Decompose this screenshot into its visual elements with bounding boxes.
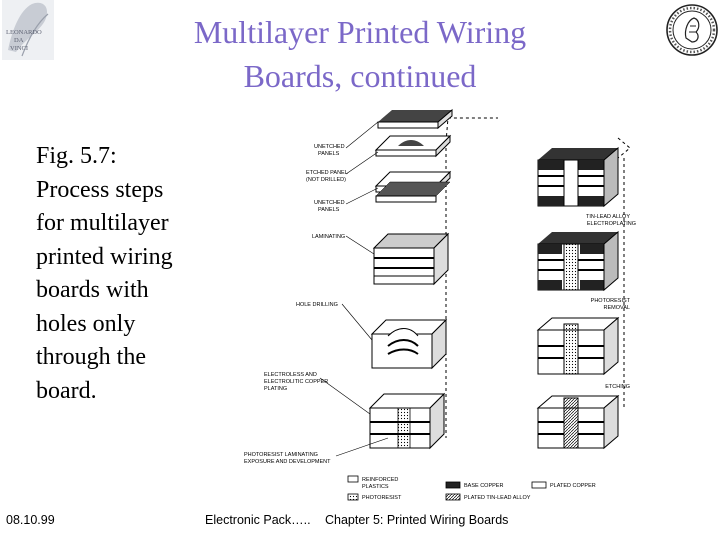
label-electroless-1: ELECTROLESS AND [264, 372, 317, 378]
footer-chapter: Chapter 5: Printed Wiring Boards [325, 513, 509, 527]
legend-plated-copper: PLATED COPPER [550, 483, 596, 489]
legend-swatch-photoresist [347, 493, 359, 501]
left-leader-lines [319, 121, 389, 457]
legend: REINFORCED PLASTICS PHOTORESIST BASE COP… [347, 475, 596, 501]
caption-line: through the [36, 344, 146, 370]
label-etched-panel: ETCHED PANEL [306, 170, 348, 176]
right-block-1 [537, 146, 619, 208]
logo-text-line-3: VINCI [10, 45, 28, 52]
right-block-3 [536, 316, 620, 376]
caption-line: for multilayer [36, 210, 169, 236]
right-block-2 [537, 230, 619, 292]
legend-reinforced-1: REINFORCED [362, 477, 398, 483]
caption-line: printed wiring [36, 243, 173, 270]
stack-unetched-panel-bottom [374, 170, 452, 203]
logo-text-line-1: LEONARDO [6, 29, 42, 36]
label-unetched-panels-1: UNETCHED [314, 144, 345, 150]
label-electroless-3: PLATING [264, 386, 287, 392]
label-laminating: LAMINATING [312, 234, 345, 240]
label-photoresist-laminating-2: EXPOSURE AND DEVELOPMENT [244, 459, 331, 465]
label-photoresist-removal-2: REMOVAL [604, 305, 631, 311]
label-unetched-panels-1b: PANELS [318, 151, 340, 157]
figure-caption: Fig. 5.7: Process steps for multilayer p… [36, 140, 236, 408]
footer-date: 08.10.99 [6, 513, 55, 527]
leonardo-logo: LEONARDO DA VINCI [2, 0, 54, 60]
slide-title: Multilayer Printed Wiring Boards, contin… [140, 10, 580, 98]
legend-swatch-base-copper [445, 481, 461, 489]
label-electroless-2: ELECTROLITIC COPPER [264, 379, 328, 385]
caption-line: board. [36, 377, 97, 404]
footer-course: Electronic Pack….. [205, 513, 311, 527]
legend-swatch-plated-copper [531, 481, 547, 489]
label-photoresist-removal-1: PHOTORESIST [591, 298, 631, 304]
label-etching: ETCHING [605, 384, 630, 390]
university-seal-icon [666, 4, 718, 56]
label-hole-drilling: HOLE DRILLING [296, 302, 338, 308]
flow-line [617, 137, 631, 159]
laminated-block [372, 232, 450, 286]
label-tin-lead-2: ELECTROPLATING [587, 221, 636, 227]
legend-base-copper: BASE COPPER [464, 483, 503, 489]
flow-line [445, 117, 498, 143]
stack-etched-panel [374, 134, 452, 158]
logo-text-line-2: DA [14, 37, 24, 44]
label-unetched-panels-2: UNETCHED [314, 200, 345, 206]
label-unetched-panels-2b: PANELS [318, 207, 340, 213]
title-line-1: Multilayer Printed Wiring [193, 14, 527, 50]
caption-line: Process steps [36, 176, 164, 203]
title-line-2: Boards, continued [243, 58, 477, 94]
label-etched-panel-b: (NOT DRILLED) [306, 177, 346, 183]
legend-swatch-reinforced [347, 475, 359, 483]
stack-unetched-panel-top [377, 108, 453, 130]
legend-swatch-plated-tin-lead [445, 493, 461, 501]
legend-plated-tin-lead: PLATED TIN-LEAD ALLOY [464, 495, 531, 501]
legend-photoresist: PHOTORESIST [362, 495, 402, 501]
label-photoresist-laminating-1: PHOTORESIST LAMINATING [244, 452, 318, 458]
label-tin-lead-1: TIN-LEAD ALLOY [586, 214, 630, 220]
legend-reinforced-2: PLASTICS [362, 484, 389, 490]
caption-line: Fig. 5.7: [36, 143, 117, 169]
right-block-4 [536, 394, 620, 450]
caption-line: boards with [36, 277, 149, 303]
caption-line: holes only [36, 310, 136, 337]
left-labels: UNETCHED PANELS ETCHED PANEL (NOT DRILLE… [244, 144, 348, 465]
photoresist-block [368, 392, 446, 450]
drilled-board [370, 318, 448, 370]
right-labels: TIN-LEAD ALLOY ELECTROPLATING PHOTORESIS… [586, 214, 636, 390]
process-steps-diagram: UNETCHED PANELS ETCHED PANEL (NOT DRILLE… [244, 108, 636, 501]
